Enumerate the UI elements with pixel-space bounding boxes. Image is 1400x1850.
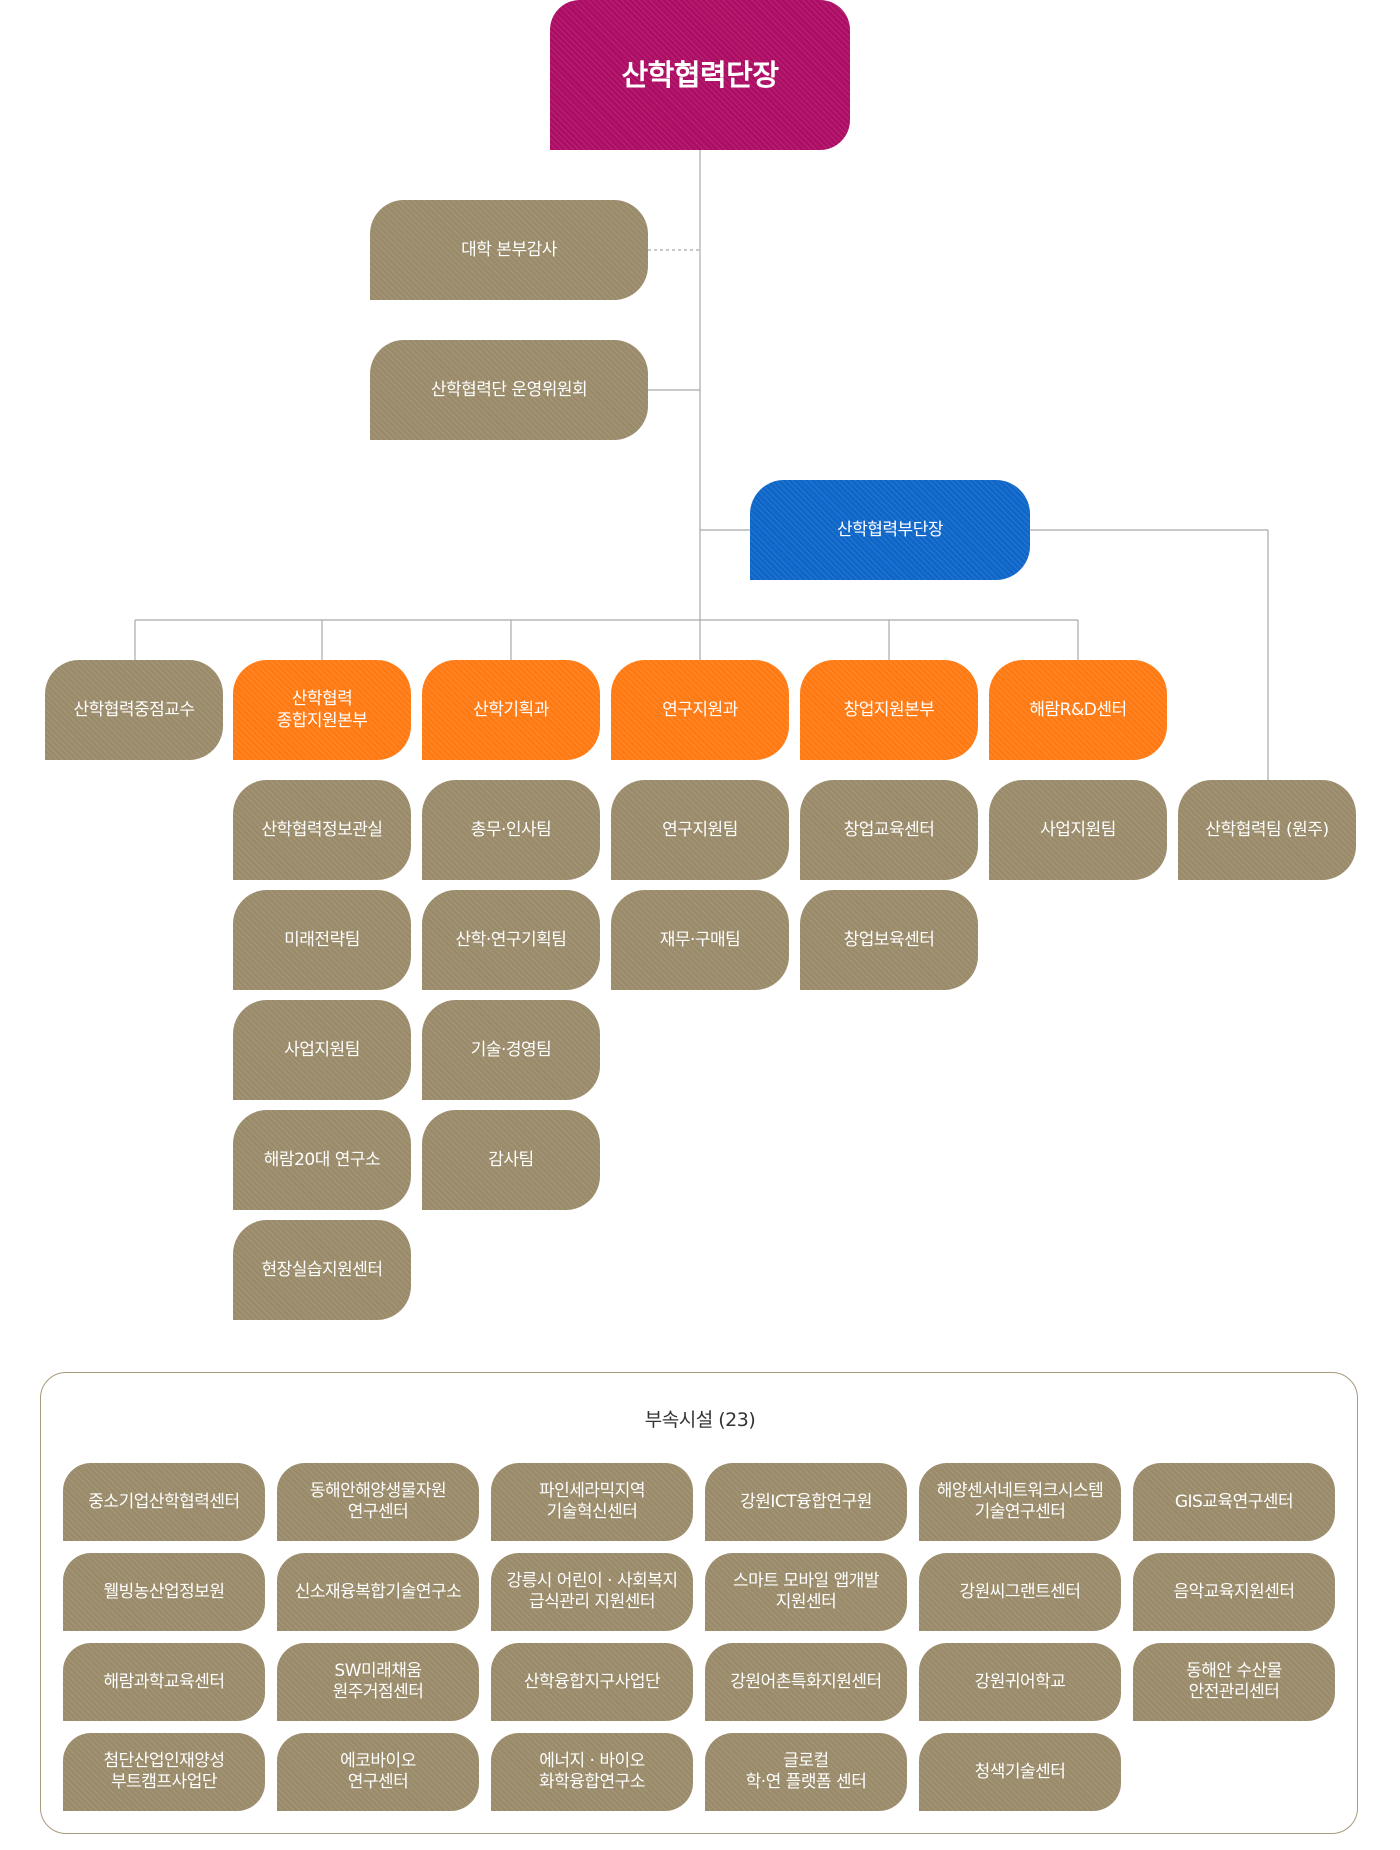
team-label: 현장실습지원센터 bbox=[261, 1260, 383, 1280]
president-box[interactable]: 산학협력단장 bbox=[550, 0, 850, 150]
facility-label: 신소재융복합기술연구소 bbox=[294, 1581, 462, 1602]
facility-box[interactable]: 첨단산업인재양성 부트캠프사업단 bbox=[63, 1733, 265, 1811]
facility-box[interactable]: SW미래채움 원주거점센터 bbox=[277, 1643, 479, 1721]
facility-box[interactable]: GIS교육연구센터 bbox=[1133, 1463, 1335, 1541]
team-box[interactable]: 총무·인사팀 bbox=[422, 780, 600, 880]
facility-label: 강원어촌특화지원센터 bbox=[730, 1671, 882, 1692]
facility-box[interactable]: 에코바이오 연구센터 bbox=[277, 1733, 479, 1811]
facility-label: 해양센서네트워크시스템 기술연구센터 bbox=[936, 1481, 1104, 1522]
team-label: 재무·구매팀 bbox=[659, 930, 741, 950]
team-box[interactable]: 산학·연구기획팀 bbox=[422, 890, 600, 990]
facility-box[interactable]: 동해안해양생물자원 연구센터 bbox=[277, 1463, 479, 1541]
facility-box[interactable]: 에너지 · 바이오 화학융합연구소 bbox=[491, 1733, 693, 1811]
department-box[interactable]: 산학협력 종합지원본부 bbox=[233, 660, 411, 760]
facility-label: 해람과학교육센터 bbox=[103, 1671, 225, 1692]
team-label: 기술·경영팀 bbox=[470, 1040, 552, 1060]
team-box[interactable]: 창업교육센터 bbox=[800, 780, 978, 880]
facility-box[interactable]: 신소재융복합기술연구소 bbox=[277, 1553, 479, 1631]
team-box[interactable]: 연구지원팀 bbox=[611, 780, 789, 880]
facility-label: 강원씨그랜트센터 bbox=[959, 1581, 1081, 1602]
department-label: 산학협력중점교수 bbox=[73, 700, 195, 720]
department-label: 해람R&D센터 bbox=[1029, 700, 1127, 720]
facility-label: 중소기업산학협력센터 bbox=[88, 1491, 240, 1512]
department-box[interactable]: 산학기획과 bbox=[422, 660, 600, 760]
department-box[interactable]: 창업지원본부 bbox=[800, 660, 978, 760]
committee-box[interactable]: 산학협력단 운영위원회 bbox=[370, 340, 648, 440]
facility-label: 강원귀어학교 bbox=[974, 1671, 1066, 1692]
facility-label: SW미래채움 원주거점센터 bbox=[332, 1661, 424, 1702]
facility-box[interactable]: 해람과학교육센터 bbox=[63, 1643, 265, 1721]
facility-box[interactable]: 중소기업산학협력센터 bbox=[63, 1463, 265, 1541]
team-label: 미래전략팀 bbox=[284, 930, 360, 950]
department-box[interactable]: 연구지원과 bbox=[611, 660, 789, 760]
facility-label: 첨단산업인재양성 부트캠프사업단 bbox=[103, 1751, 225, 1792]
facility-box[interactable]: 파인세라믹지역 기술혁신센터 bbox=[491, 1463, 693, 1541]
team-box[interactable]: 감사팀 bbox=[422, 1110, 600, 1210]
department-box[interactable]: 해람R&D센터 bbox=[989, 660, 1167, 760]
facility-label: 에너지 · 바이오 화학융합연구소 bbox=[539, 1751, 645, 1792]
vice-president-box[interactable]: 산학협력부단장 bbox=[750, 480, 1030, 580]
facility-label: 동해안 수산물 안전관리센터 bbox=[1186, 1661, 1282, 1702]
facility-label: 강원ICT융합연구원 bbox=[740, 1491, 872, 1512]
facility-box[interactable]: 강원씨그랜트센터 bbox=[919, 1553, 1121, 1631]
facility-box[interactable]: 해양센서네트워크시스템 기술연구센터 bbox=[919, 1463, 1121, 1541]
team-box[interactable]: 사업지원팀 bbox=[989, 780, 1167, 880]
team-box[interactable]: 해람20대 연구소 bbox=[233, 1110, 411, 1210]
facility-label: 청색기술센터 bbox=[974, 1761, 1066, 1782]
team-box[interactable]: 현장실습지원센터 bbox=[233, 1220, 411, 1320]
facility-box[interactable]: 스마트 모바일 앱개발 지원센터 bbox=[705, 1553, 907, 1631]
facility-box[interactable]: 강원귀어학교 bbox=[919, 1643, 1121, 1721]
department-label: 연구지원과 bbox=[662, 700, 738, 720]
facility-label: 동해안해양생물자원 연구센터 bbox=[309, 1481, 447, 1522]
department-label: 산학협력 종합지원본부 bbox=[276, 689, 368, 731]
facility-label: 강릉시 어린이 · 사회복지 급식관리 지원센터 bbox=[506, 1571, 678, 1612]
wonju-team-label: 산학협력팀 (원주) bbox=[1205, 820, 1329, 840]
facility-box[interactable]: 웰빙농산업정보원 bbox=[63, 1553, 265, 1631]
facility-label: 스마트 모바일 앱개발 지원센터 bbox=[732, 1571, 880, 1612]
facility-box[interactable]: 산학융합지구사업단 bbox=[491, 1643, 693, 1721]
team-label: 사업지원팀 bbox=[1040, 820, 1116, 840]
facilities-panel bbox=[40, 1372, 1358, 1834]
audit-box[interactable]: 대학 본부감사 bbox=[370, 200, 648, 300]
team-label: 연구지원팀 bbox=[662, 820, 738, 840]
team-label: 창업보육센터 bbox=[843, 930, 935, 950]
facility-label: 에코바이오 연구센터 bbox=[340, 1751, 416, 1792]
audit-label: 대학 본부감사 bbox=[461, 240, 557, 260]
team-label: 감사팀 bbox=[488, 1150, 534, 1170]
facilities-title: 부속시설 (23) bbox=[644, 1409, 756, 1431]
team-label: 산학협력정보관실 bbox=[261, 820, 383, 840]
team-label: 총무·인사팀 bbox=[470, 820, 552, 840]
department-label: 산학기획과 bbox=[473, 700, 549, 720]
team-box[interactable]: 재무·구매팀 bbox=[611, 890, 789, 990]
team-label: 사업지원팀 bbox=[284, 1040, 360, 1060]
facility-box[interactable]: 강원어촌특화지원센터 bbox=[705, 1643, 907, 1721]
wonju-team-box[interactable]: 산학협력팀 (원주) bbox=[1178, 780, 1356, 880]
team-label: 해람20대 연구소 bbox=[263, 1150, 381, 1170]
facility-label: 파인세라믹지역 기술혁신센터 bbox=[539, 1481, 645, 1522]
facility-label: 산학융합지구사업단 bbox=[523, 1671, 661, 1692]
team-label: 창업교육센터 bbox=[843, 820, 935, 840]
committee-label: 산학협력단 운영위원회 bbox=[430, 380, 588, 400]
facility-label: 웰빙농산업정보원 bbox=[103, 1581, 225, 1602]
department-label: 창업지원본부 bbox=[843, 700, 935, 720]
team-box[interactable]: 기술·경영팀 bbox=[422, 1000, 600, 1100]
vice-president-label: 산학협력부단장 bbox=[837, 520, 943, 540]
facility-label: 음악교육지원센터 bbox=[1173, 1581, 1295, 1602]
facility-box[interactable]: 청색기술센터 bbox=[919, 1733, 1121, 1811]
facility-box[interactable]: 동해안 수산물 안전관리센터 bbox=[1133, 1643, 1335, 1721]
facility-box[interactable]: 강릉시 어린이 · 사회복지 급식관리 지원센터 bbox=[491, 1553, 693, 1631]
team-box[interactable]: 창업보육센터 bbox=[800, 890, 978, 990]
team-label: 산학·연구기획팀 bbox=[455, 930, 567, 950]
facility-box[interactable]: 글로컬 학·연 플랫폼 센터 bbox=[705, 1733, 907, 1811]
team-box[interactable]: 사업지원팀 bbox=[233, 1000, 411, 1100]
president-label: 산학협력단장 bbox=[621, 58, 779, 92]
facility-box[interactable]: 음악교육지원센터 bbox=[1133, 1553, 1335, 1631]
department-box[interactable]: 산학협력중점교수 bbox=[45, 660, 223, 760]
facility-label: 글로컬 학·연 플랫폼 센터 bbox=[745, 1751, 867, 1792]
team-box[interactable]: 미래전략팀 bbox=[233, 890, 411, 990]
facility-label: GIS교육연구센터 bbox=[1174, 1491, 1294, 1512]
team-box[interactable]: 산학협력정보관실 bbox=[233, 780, 411, 880]
facility-box[interactable]: 강원ICT융합연구원 bbox=[705, 1463, 907, 1541]
